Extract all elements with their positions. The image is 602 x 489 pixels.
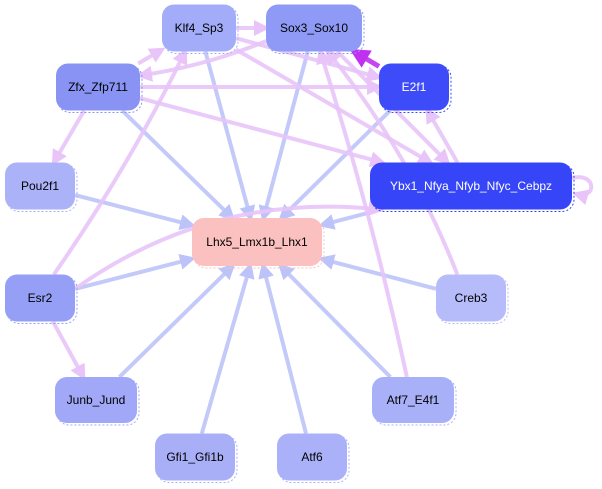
node-sox3[interactable]: Sox3_Sox10 <box>266 4 365 54</box>
node-esr2[interactable]: Esr2 <box>5 274 78 324</box>
node-label: Pou2f1 <box>21 179 59 193</box>
node-shadow <box>278 435 350 483</box>
edge-ybx1-to-e2f1 <box>425 107 460 164</box>
node-label: E2f1 <box>402 80 427 94</box>
node-label: Atf7_E4f1 <box>387 393 440 407</box>
edge-ybx1-to-ybx1 <box>571 175 594 205</box>
edge-ybx1-to-lhx5 <box>318 207 382 230</box>
node-box[interactable] <box>5 274 75 322</box>
edge-esr2-to-klf4 <box>52 47 188 276</box>
node-box[interactable] <box>266 4 362 52</box>
node-junb[interactable]: Junb_Jund <box>55 377 140 426</box>
node-shadow <box>6 276 78 324</box>
node-zfx[interactable]: Zfx_Zfp711 <box>56 63 143 113</box>
node-label: Lhx5_Lmx1b_Lhx1 <box>206 235 308 249</box>
node-box[interactable] <box>155 433 235 481</box>
edge-esr2-to-junb <box>51 320 86 381</box>
node-label: Esr2 <box>28 291 53 305</box>
edge-klf4-to-lhx5 <box>203 50 256 222</box>
node-box[interactable] <box>370 162 572 210</box>
node-box[interactable] <box>55 377 137 423</box>
edge-esr2-to-lhx5 <box>74 254 196 291</box>
edge-creb3-to-lhx5 <box>318 254 437 291</box>
node-box[interactable] <box>372 377 454 423</box>
edge-junb-to-lhx5 <box>118 263 236 379</box>
node-ybx1[interactable]: Ybx1_Nfya_Nfyb_Nfyc_Cebpz <box>370 162 575 212</box>
edge-klf4-to-ybx1 <box>234 47 435 165</box>
edge-zfx-to-klf4 <box>137 47 166 66</box>
node-box[interactable] <box>379 63 449 111</box>
node-atf7[interactable]: Atf7_E4f1 <box>372 377 457 426</box>
node-shadow <box>437 276 509 324</box>
node-box[interactable] <box>436 274 506 322</box>
node-atf6[interactable]: Atf6 <box>277 433 350 483</box>
node-label: Klf4_Sp3 <box>175 21 224 35</box>
edge-klf4-to-e2f1 <box>235 36 383 82</box>
node-label: Sox3_Sox10 <box>280 21 348 35</box>
node-shadow <box>6 164 78 212</box>
edge-atf7-to-lhx5 <box>277 263 392 379</box>
node-box[interactable] <box>192 218 322 266</box>
node-label: Creb3 <box>455 291 488 305</box>
edge-creb3-to-sox3 <box>325 48 460 276</box>
node-label: Junb_Jund <box>67 393 126 407</box>
node-box[interactable] <box>56 63 140 111</box>
node-box[interactable] <box>5 162 75 210</box>
node-box[interactable] <box>277 433 347 481</box>
edge-e2f1-to-sox3 <box>349 48 381 69</box>
edge-pou2f1-to-lhx5 <box>74 193 196 230</box>
node-e2f1[interactable]: E2f1 <box>379 63 452 113</box>
node-label: Ybx1_Nfya_Nfyb_Nfyc_Cebpz <box>390 179 552 193</box>
edge-sox3-to-zfx <box>136 39 267 82</box>
node-lhx5[interactable]: Lhx5_Lmx1b_Lhx1 <box>192 218 325 269</box>
edge-zfx-to-pou2f1 <box>51 109 86 166</box>
edge-atf7-to-sox3 <box>316 47 409 378</box>
node-label: Zfx_Zfp711 <box>68 80 128 94</box>
node-box[interactable] <box>162 4 236 52</box>
node-creb3[interactable]: Creb3 <box>436 274 509 324</box>
node-pou2f1[interactable]: Pou2f1 <box>5 162 78 212</box>
node-shadow <box>380 65 452 113</box>
edge-gfi1-to-lhx5 <box>199 262 255 435</box>
node-gfi1[interactable]: Gfi1_Gfi1b <box>155 433 238 483</box>
edge-atf6-to-lhx5 <box>258 262 308 434</box>
node-label: Atf6 <box>301 450 323 464</box>
node-klf4[interactable]: Klf4_Sp3 <box>162 4 239 54</box>
edge-zfx-to-lhx5 <box>120 109 236 221</box>
node-label: Gfi1_Gfi1b <box>166 450 224 464</box>
